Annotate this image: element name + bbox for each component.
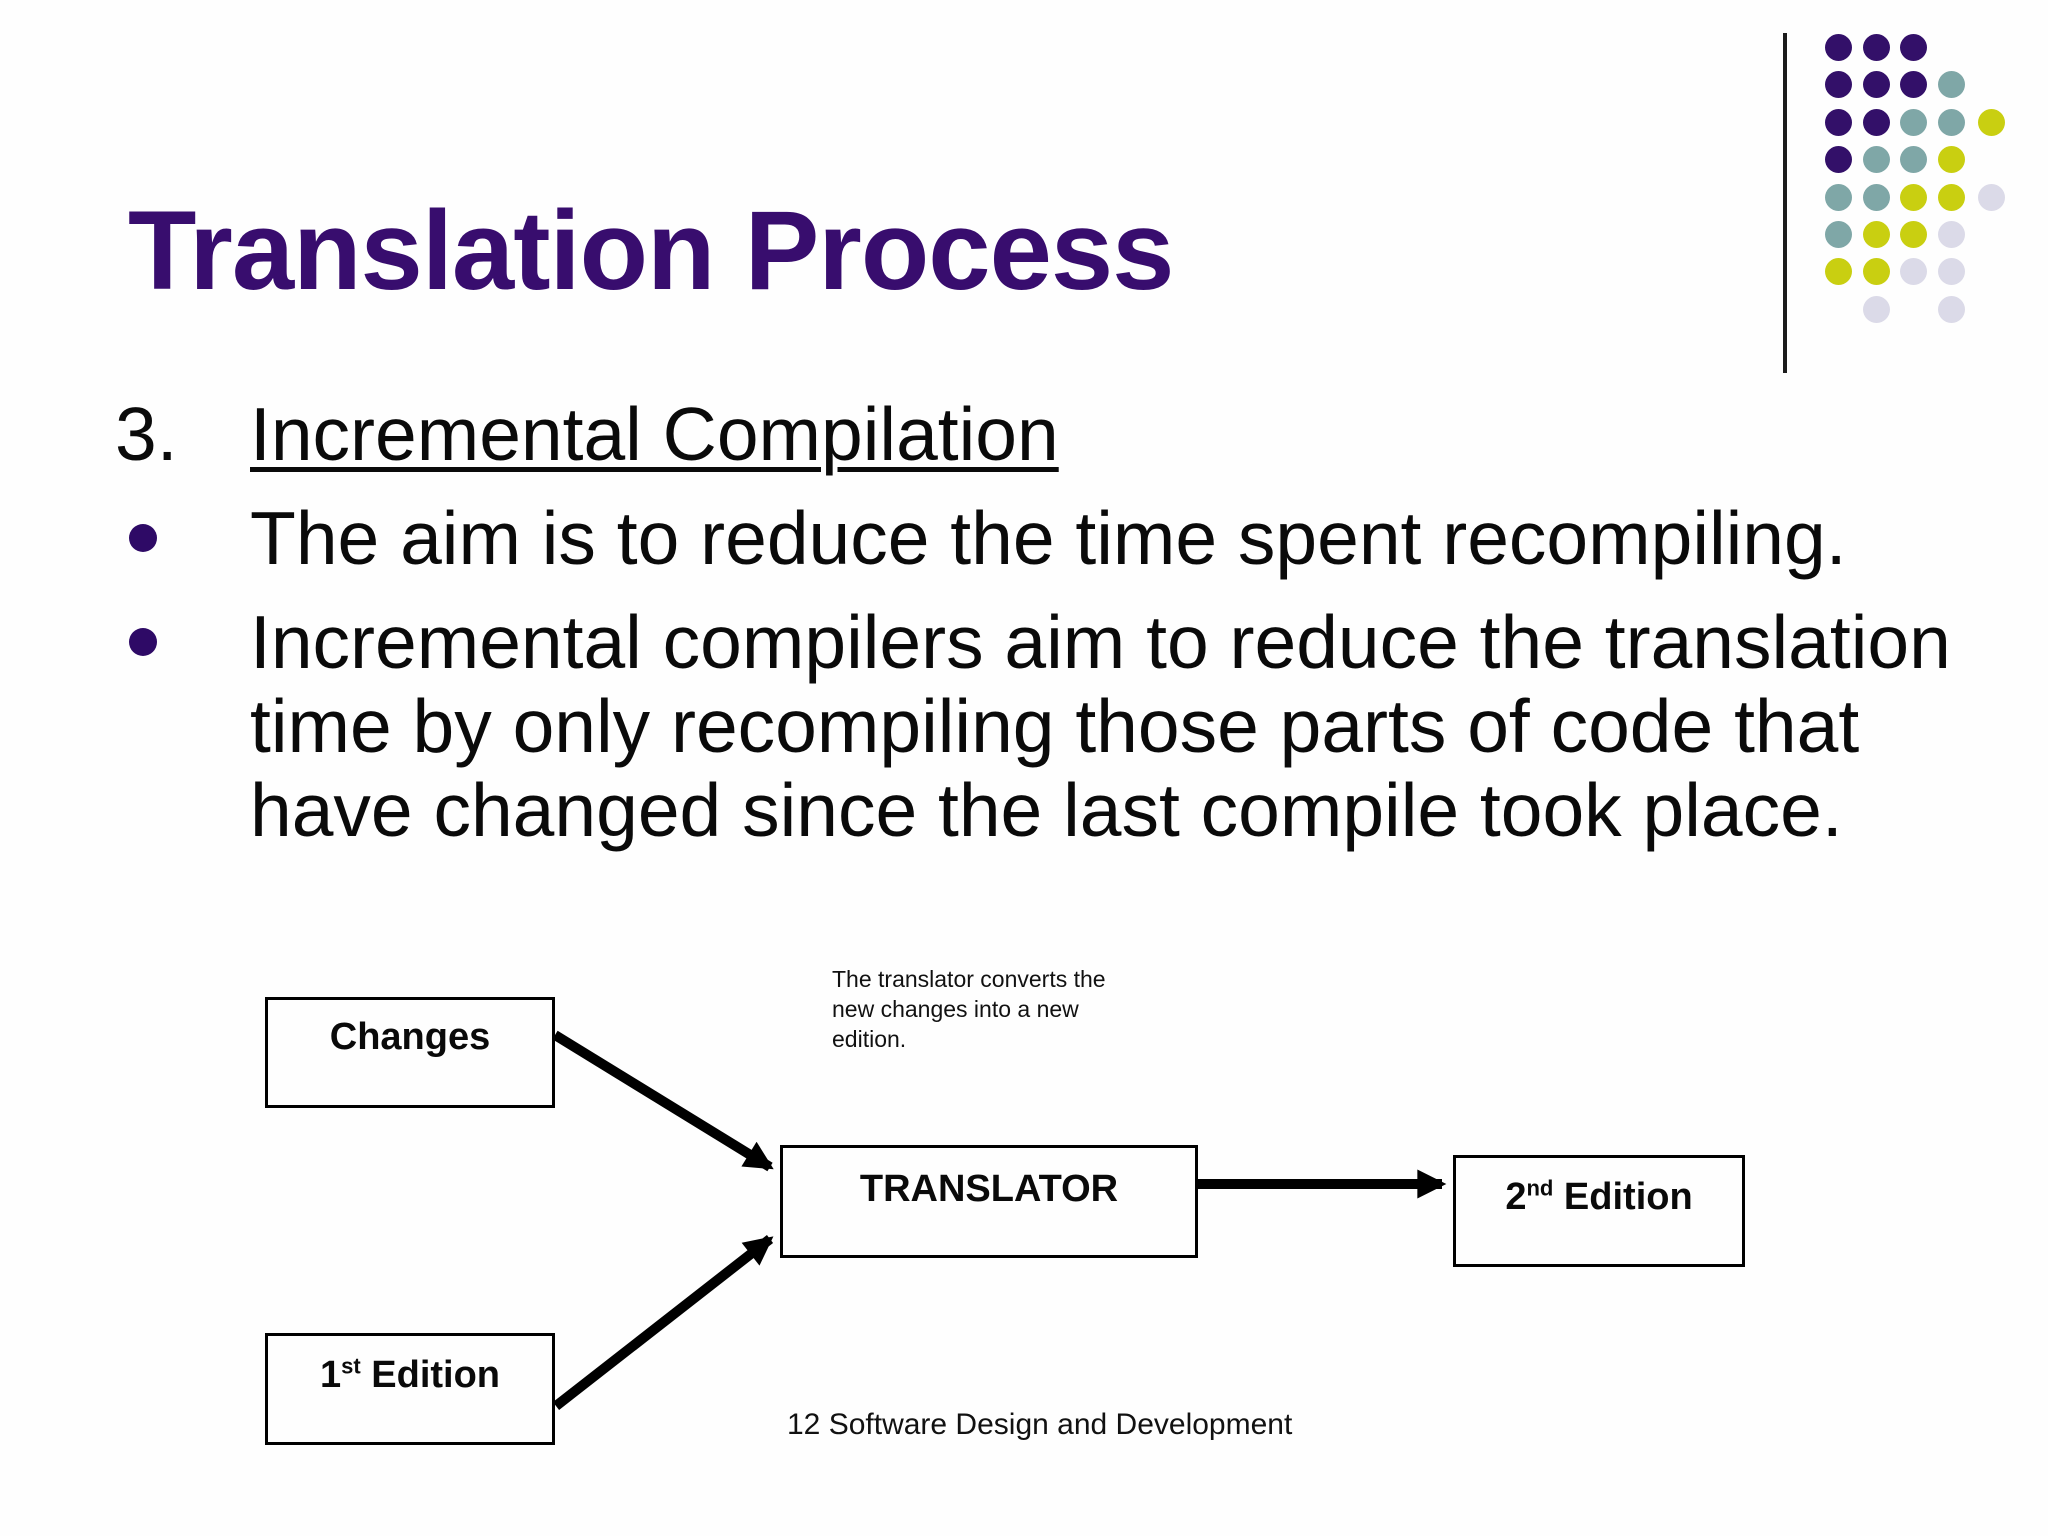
box-label: 2nd Edition (1505, 1175, 1693, 1218)
decor-dot (1900, 183, 1927, 211)
decor-dot (1862, 221, 1890, 248)
decor-dot (1900, 221, 1927, 248)
decor-dot (1862, 146, 1890, 174)
decor-dot (1937, 71, 1965, 99)
ordinal-suffix: nd (1526, 1175, 1554, 1201)
decor-dot (1862, 258, 1890, 286)
list-item-numbered: 3. Incremental Compilation (115, 392, 1988, 476)
list-number: 3. (115, 392, 178, 476)
decor-dot (1900, 146, 1927, 174)
decor-dot (1937, 258, 1965, 286)
diagram-box-second-edition: 2nd Edition (1453, 1155, 1745, 1267)
decor-dot (1862, 295, 1890, 323)
decor-dot (1825, 71, 1852, 99)
box-label: Changes (329, 1016, 491, 1058)
section-heading: Incremental Compilation (250, 392, 1059, 476)
decor-dot (1978, 183, 2005, 211)
footer-text: 12 Software Design and Development (787, 1408, 1293, 1441)
decor-dot (1900, 108, 1927, 136)
decor-dot (1862, 71, 1890, 99)
decor-dot (1937, 221, 1965, 248)
decor-dot (1937, 146, 1965, 174)
decor-dot (1862, 183, 1890, 211)
bullet-marker (115, 600, 250, 852)
ordinal-suffix: st (341, 1353, 361, 1379)
bullet-marker (115, 496, 250, 580)
arrow-changes-to-translator (552, 1030, 774, 1172)
ornament-vertical-rule (1783, 33, 1787, 373)
diagram-box-first-edition: 1st Edition (265, 1333, 555, 1445)
page-title: Translation Process (128, 188, 1174, 313)
bullet-text: Incremental compilers aim to reduce the … (250, 600, 1951, 852)
decor-dot (1862, 108, 1890, 136)
decor-dot (1937, 183, 1965, 211)
decor-dot (1900, 71, 1927, 99)
decor-dot (1937, 295, 1965, 323)
diagram-box-changes: Changes (265, 997, 555, 1108)
content-list: 3. Incremental Compilation The aim is to… (115, 392, 1988, 872)
decor-dot (1825, 258, 1852, 286)
decor-dot (1825, 34, 1852, 61)
box-label: TRANSLATOR (859, 1168, 1119, 1210)
decor-dot (1825, 221, 1852, 248)
decor-dot (1825, 108, 1852, 136)
decor-dot (1978, 108, 2005, 136)
bullet-disc-icon (129, 524, 157, 552)
list-item-bullet: The aim is to reduce the time spent reco… (115, 496, 1988, 580)
decor-dot (1900, 258, 1927, 286)
ornament-dot-grid (1825, 34, 2045, 344)
bullet-text: The aim is to reduce the time spent reco… (250, 496, 1847, 580)
diagram-annotation: The translator converts the new changes … (832, 966, 1106, 1052)
box-label: 1st Edition (319, 1353, 501, 1396)
arrow-firstedition-to-translator (552, 1235, 774, 1410)
decor-dot (1937, 108, 1965, 136)
diagram-box-translator: TRANSLATOR (780, 1145, 1198, 1258)
decor-dot (1862, 34, 1890, 61)
decor-dot (1900, 34, 1927, 61)
decor-dot (1825, 146, 1852, 174)
list-item-bullet: Incremental compilers aim to reduce the … (115, 600, 1988, 852)
decor-dot (1825, 183, 1852, 211)
bullet-disc-icon (129, 628, 157, 656)
